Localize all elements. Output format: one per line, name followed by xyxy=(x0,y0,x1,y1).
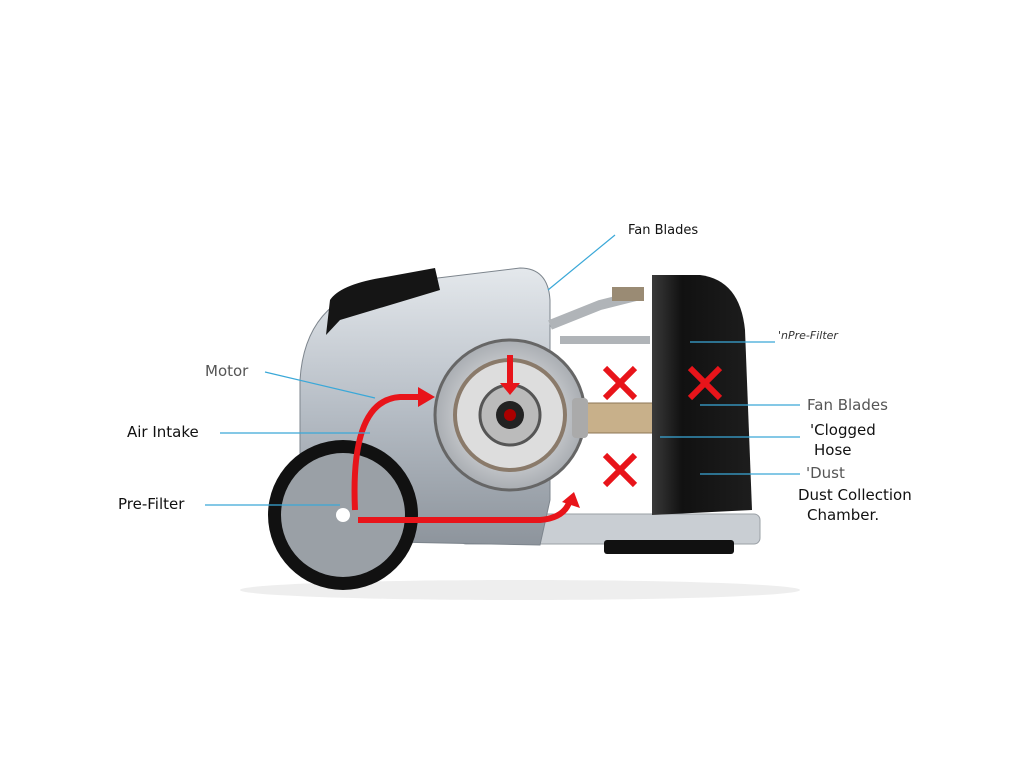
label-motor: Motor xyxy=(205,362,249,380)
label-fan-blades-right: Fan Blades xyxy=(807,396,888,414)
label-pre-filter-left: Pre-Filter xyxy=(118,495,185,513)
label-dust-chamber-line1: Dust Collection xyxy=(798,486,912,504)
leader-lines xyxy=(205,234,800,506)
blocked-x-marks xyxy=(602,365,723,488)
dust-chamber xyxy=(652,275,752,515)
label-pre-filter-right: 'nPre-Filter xyxy=(778,329,838,342)
label-clogged-hose-line2: Hose xyxy=(814,441,852,459)
label-dust-collection-chamber: Dust Collection Chamber. xyxy=(798,485,912,525)
label-clogged-hose: 'Clogged Hose xyxy=(810,420,876,460)
label-air-intake: Air Intake xyxy=(127,423,199,441)
label-dust-chamber-line2: Chamber. xyxy=(807,506,880,524)
label-dust-short: 'Dust xyxy=(806,464,845,482)
screw xyxy=(584,402,656,434)
label-clogged-hose-line1: 'Clogged xyxy=(810,421,876,439)
label-fan-blades-top: Fan Blades xyxy=(628,223,699,238)
